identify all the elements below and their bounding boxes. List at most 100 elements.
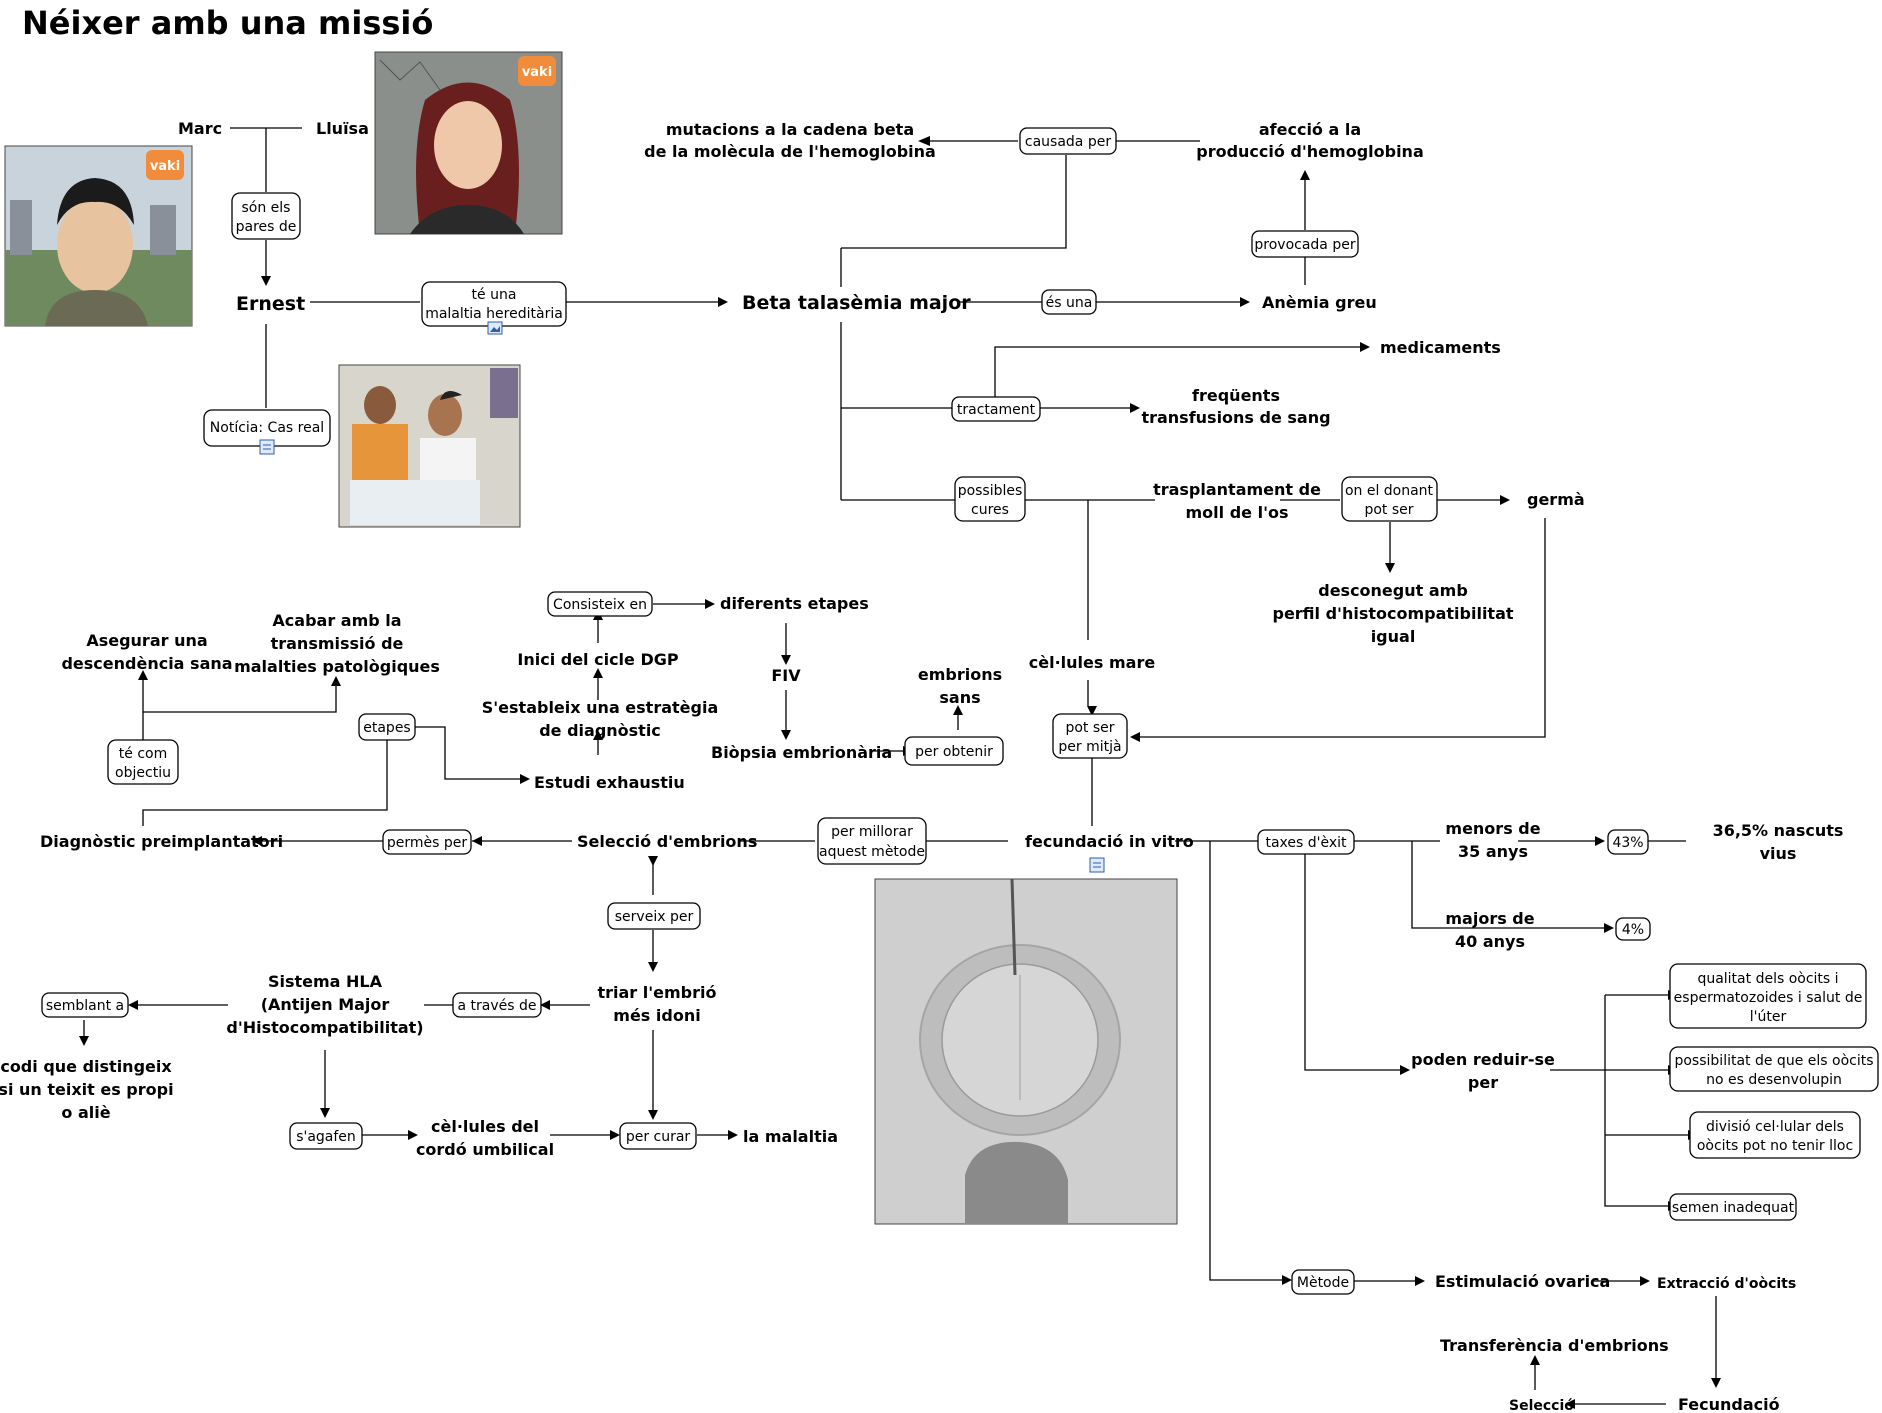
concept-seleccio-embrions[interactable]: Selecció d'embrions <box>577 832 757 851</box>
link-box-causada-per[interactable]: causada per <box>1019 127 1117 155</box>
concept-diagnostic-preimplantatori[interactable]: Diagnòstic preimplantatori <box>40 832 283 851</box>
svg-text:objectiu: objectiu <box>115 765 171 781</box>
concept-cellules-cordo-line2: cordó umbilical <box>416 1140 554 1159</box>
photo-attachment-icon[interactable] <box>487 321 503 335</box>
link-box-qualitat-oocits[interactable]: qualitat dels oòcits i espermatozoides i… <box>1669 963 1867 1029</box>
concept-seleccio[interactable]: Selecció <box>1509 1398 1574 1413</box>
concept-beta-talassemia[interactable]: Beta talasèmia major <box>742 292 971 314</box>
link-box-semblant-a[interactable]: semblant a <box>41 992 129 1018</box>
concept-majors-40[interactable]: majors de <box>1445 909 1534 928</box>
document-attachment-icon[interactable] <box>259 439 275 455</box>
concept-estudi-exhaustiu[interactable]: Estudi exhaustiu <box>534 773 685 792</box>
svg-text:per obtenir: per obtenir <box>915 744 993 760</box>
svg-text:malaltia hereditària: malaltia hereditària <box>425 306 563 322</box>
svg-text:són els: són els <box>242 200 291 216</box>
concept-transfusions-line2: transfusions de sang <box>1141 408 1330 427</box>
link-box-s-agafen[interactable]: s'agafen <box>289 1122 363 1150</box>
concept-desconegut-line2: perfil d'histocompatibilitat <box>1272 604 1513 623</box>
link-box-possibilitat-oocits[interactable]: possibilitat de que els oòcits no es des… <box>1669 1046 1879 1092</box>
concept-germa[interactable]: germà <box>1527 490 1585 509</box>
link-box-metode[interactable]: Mètode <box>1291 1269 1355 1295</box>
concept-cellules-mare[interactable]: cèl·lules mare <box>1029 653 1156 672</box>
concept-extraccio-oocits[interactable]: Extracció d'oòcits <box>1657 1276 1796 1292</box>
concept-embrions-sans-line2: sans <box>939 688 980 707</box>
link-box-consisteix-en[interactable]: Consisteix en <box>547 591 653 617</box>
concept-sistema-hla-line3: d'Histocompatibilitat) <box>226 1018 423 1037</box>
concept-afeccio[interactable]: afecció a la <box>1259 120 1361 139</box>
concept-transfusions[interactable]: freqüents <box>1192 386 1280 405</box>
concept-inici-dgp[interactable]: Inici del cicle DGP <box>517 650 679 669</box>
link-box-etapes[interactable]: etapes <box>358 713 416 741</box>
concept-transferencia-embrions[interactable]: Transferència d'embrions <box>1440 1336 1669 1355</box>
concept-mutacions-line2: de la molècula de l'hemoglobina <box>644 142 936 161</box>
link-box-te-una[interactable]: té una malaltia hereditària <box>421 281 567 335</box>
link-box-serveix-per[interactable]: serveix per <box>607 902 701 930</box>
news-photo-image[interactable] <box>338 364 521 528</box>
concept-medicaments[interactable]: medicaments <box>1380 338 1501 357</box>
concept-estrategia[interactable]: S'estableix una estratègia <box>482 698 719 717</box>
svg-text:qualitat dels oòcits i: qualitat dels oòcits i <box>1697 971 1838 987</box>
link-box-43-percent[interactable]: 43% <box>1607 829 1649 855</box>
concept-triar-embrio[interactable]: triar l'embrió <box>597 983 716 1002</box>
link-box-a-traves-de[interactable]: a través de <box>452 992 542 1018</box>
svg-text:divisió cel·lular dels: divisió cel·lular dels <box>1706 1119 1844 1135</box>
concept-marc[interactable]: Marc <box>178 119 222 138</box>
link-box-divisio-cellular[interactable]: divisió cel·lular dels oòcits pot no ten… <box>1689 1111 1861 1159</box>
page-title: Néixer amb una missió <box>22 4 433 42</box>
svg-text:serveix per: serveix per <box>615 909 694 925</box>
ivf-microscope-image[interactable] <box>874 878 1178 1225</box>
svg-text:per curar: per curar <box>626 1129 691 1145</box>
concept-sistema-hla[interactable]: Sistema HLA <box>268 972 383 991</box>
link-box-te-com-objectiu[interactable]: té com objectiu <box>107 739 179 785</box>
link-box-pot-ser[interactable]: pot ser per mitjà <box>1052 713 1128 759</box>
concept-nascuts-vius[interactable]: 36,5% nascuts <box>1713 821 1844 840</box>
concept-estimulacio-ovarica[interactable]: Estimulació ovarica <box>1435 1272 1610 1291</box>
link-box-per-obtenir[interactable]: per obtenir <box>904 736 1004 766</box>
document-attachment-icon[interactable] <box>1089 857 1105 873</box>
link-box-noticia[interactable]: Notícia: Cas real <box>203 409 331 455</box>
link-box-4-percent[interactable]: 4% <box>1615 917 1651 941</box>
link-box-es-una[interactable]: és una <box>1041 289 1097 315</box>
link-box-per-millorar[interactable]: per millorar aquest mètode <box>817 817 927 865</box>
link-box-possibles-cures[interactable]: possibles cures <box>954 476 1026 522</box>
link-box-semen-inadequat[interactable]: semen inadequat <box>1669 1193 1797 1221</box>
concept-fecundacio[interactable]: Fecundació <box>1678 1395 1780 1413</box>
link-box-provocada-per[interactable]: provocada per <box>1251 230 1359 258</box>
concept-acabar[interactable]: Acabar amb la <box>272 611 401 630</box>
concept-trasplantament[interactable]: trasplantament de <box>1153 480 1321 499</box>
concept-fecundacio-in-vitro[interactable]: fecundació in vitro <box>1025 832 1194 851</box>
concept-asegurar[interactable]: Asegurar una <box>86 631 207 650</box>
concept-codi[interactable]: codi que distingeix <box>0 1057 172 1076</box>
concept-menors-35[interactable]: menors de <box>1445 819 1540 838</box>
concept-fiv[interactable]: FIV <box>771 666 801 685</box>
link-box-tractament[interactable]: tractament <box>951 396 1041 422</box>
svg-text:oòcits pot no tenir lloc: oòcits pot no tenir lloc <box>1697 1138 1853 1154</box>
concept-ernest[interactable]: Ernest <box>236 293 305 315</box>
svg-text:etapes: etapes <box>363 720 410 736</box>
concept-mutacions[interactable]: mutacions a la cadena beta <box>666 120 914 139</box>
link-box-permes-per[interactable]: permès per <box>382 829 472 855</box>
concept-lluisa[interactable]: Lluïsa <box>316 119 369 138</box>
concept-embrions-sans[interactable]: embrions <box>918 665 1002 684</box>
link-box-taxes-exit[interactable]: taxes d'èxit <box>1257 829 1355 855</box>
concept-cellules-cordo[interactable]: cèl·lules del <box>431 1117 539 1136</box>
concept-codi-line2: si un teixit es propi <box>0 1080 174 1099</box>
svg-text:Mètode: Mètode <box>1297 1275 1349 1291</box>
link-box-on-el-donant[interactable]: on el donant pot ser <box>1341 476 1438 522</box>
svg-text:43%: 43% <box>1612 835 1643 851</box>
svg-text:Notícia: Cas real: Notícia: Cas real <box>210 420 324 436</box>
link-box-per-curar[interactable]: per curar <box>619 1122 697 1150</box>
concept-biopsia[interactable]: Biòpsia embrionària <box>711 743 892 762</box>
link-box-son-els[interactable]: són els pares de <box>231 192 301 240</box>
svg-text:cures: cures <box>971 502 1009 518</box>
concept-anemia-greu[interactable]: Anèmia greu <box>1262 293 1377 312</box>
concept-desconegut[interactable]: desconegut amb <box>1318 581 1468 600</box>
svg-text:pot ser: pot ser <box>1065 720 1114 736</box>
concept-la-malaltia[interactable]: la malaltia <box>743 1127 838 1146</box>
lluisa-avatar-image[interactable]: vaki <box>374 51 563 235</box>
concept-diferents-etapes[interactable]: diferents etapes <box>720 594 869 613</box>
concept-poden-reduir-se[interactable]: poden reduir-se <box>1411 1050 1555 1069</box>
svg-text:Consisteix en: Consisteix en <box>553 597 647 613</box>
marc-avatar-image[interactable]: vaki <box>4 145 193 327</box>
svg-text:té una: té una <box>472 287 517 303</box>
